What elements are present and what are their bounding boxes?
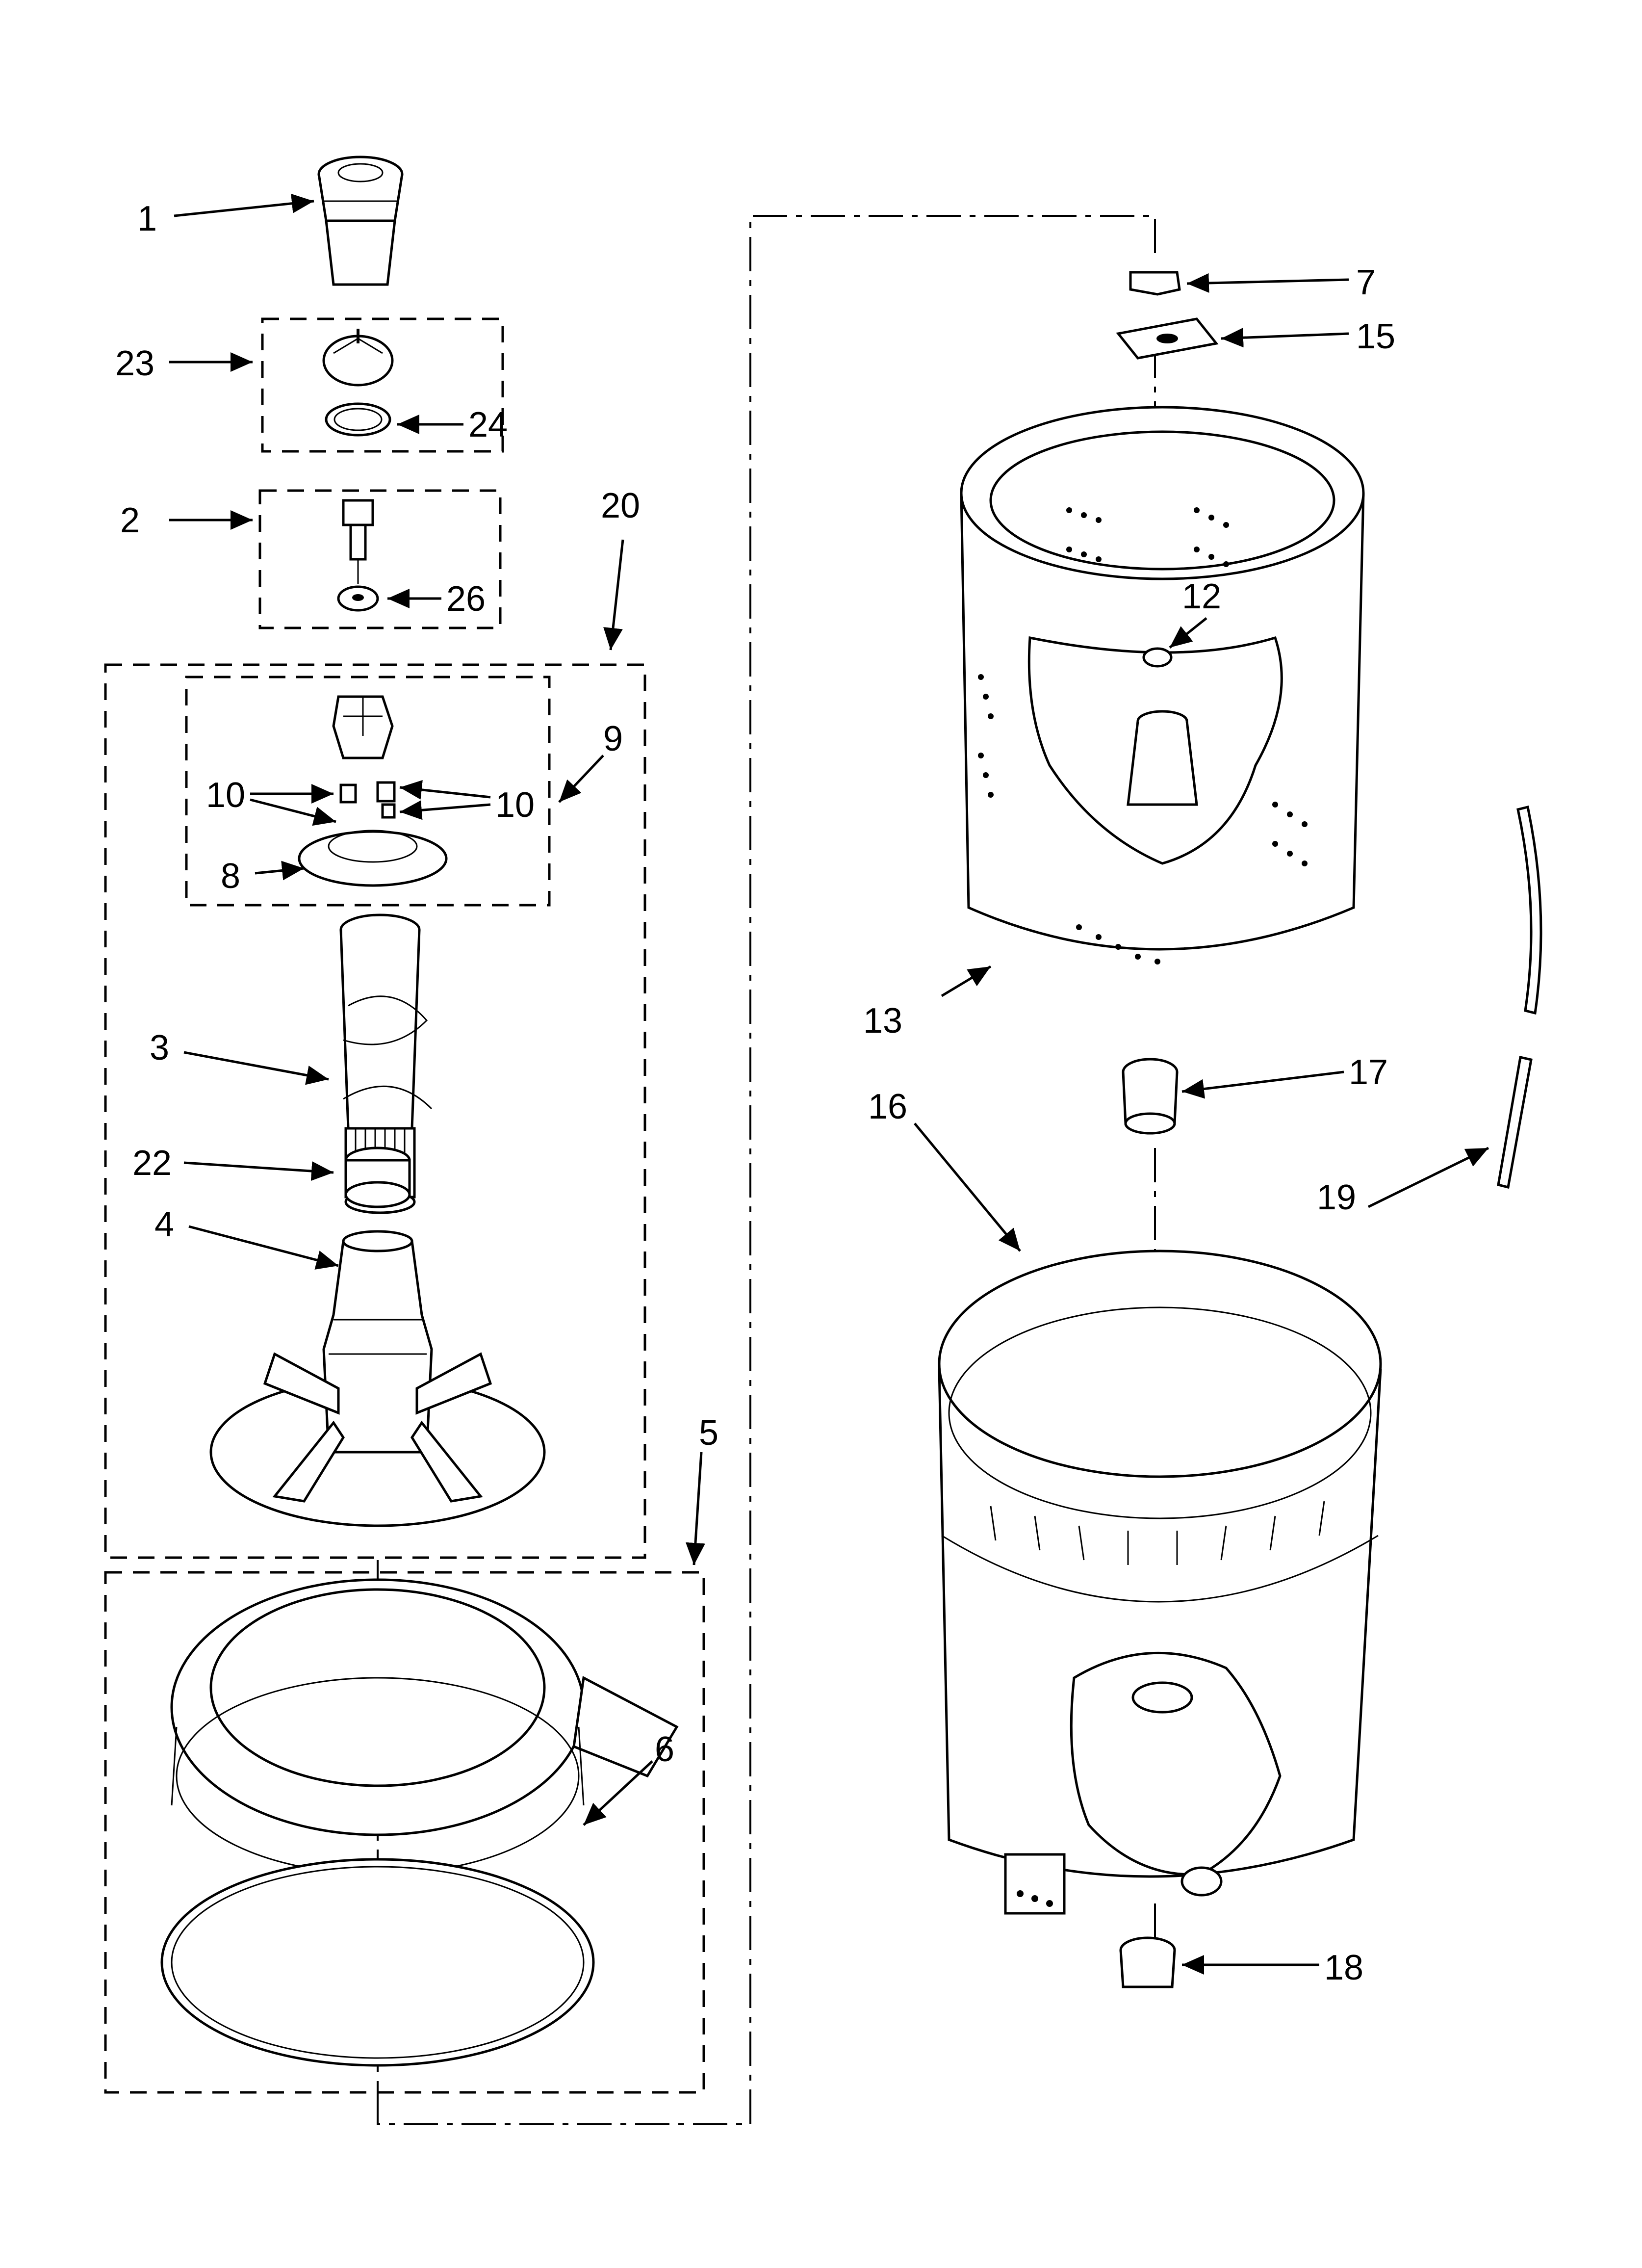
part-6-seal-ring	[160, 1858, 595, 2067]
callout-7: 7	[1356, 263, 1376, 302]
part-10-dog-right	[376, 781, 396, 819]
group-box-5	[104, 1571, 705, 2094]
group-box-20	[104, 663, 646, 1559]
part-3-agitator-auger	[339, 913, 433, 1214]
callout-16: 16	[868, 1087, 907, 1126]
callout-19: 19	[1317, 1178, 1356, 1217]
callout-10-right: 10	[495, 785, 535, 825]
callout-4: 4	[154, 1205, 174, 1244]
part-7-clip	[1129, 271, 1181, 296]
callout-5: 5	[699, 1413, 718, 1453]
part-4-agitator-base	[209, 1230, 546, 1527]
part-9-agitator-cam	[332, 695, 394, 759]
callout-3: 3	[150, 1028, 169, 1068]
callout-12: 12	[1182, 577, 1221, 616]
part-17-seal	[1122, 1058, 1179, 1135]
callout-20: 20	[601, 486, 640, 525]
part-13-spin-basket	[960, 406, 1365, 965]
callout-2: 2	[120, 501, 140, 540]
part-22-coupler	[344, 1147, 411, 1208]
part-8-cam-ring	[298, 830, 448, 887]
callout-8: 8	[221, 857, 240, 896]
callout-17: 17	[1349, 1053, 1388, 1092]
callout-10-left: 10	[206, 776, 245, 815]
callout-13: 13	[863, 1001, 902, 1041]
part-10-dog-left	[339, 783, 357, 804]
group-box-23	[261, 317, 504, 453]
part-24-o-ring	[325, 402, 391, 437]
group-box-2	[258, 489, 502, 629]
leader-arrows	[169, 193, 1489, 1975]
callout-6: 6	[655, 1730, 674, 1769]
callout-9: 9	[603, 719, 623, 758]
part-23-cap	[322, 329, 394, 387]
part-15-hub-plate	[1116, 317, 1219, 360]
callout-1: 1	[137, 199, 157, 238]
callout-26: 26	[446, 579, 486, 619]
callout-22: 22	[132, 1144, 172, 1183]
part-1-dispenser	[317, 156, 404, 286]
assembly-connector-line	[377, 215, 1156, 2125]
callout-24: 24	[468, 405, 508, 444]
callout-15: 15	[1356, 317, 1395, 356]
basket-perforations	[978, 507, 1308, 965]
callout-18: 18	[1324, 1948, 1363, 1987]
part-16-outer-tub	[938, 1250, 1382, 1915]
part-26-washer	[337, 585, 379, 612]
callout-23: 23	[115, 344, 154, 383]
part-19-hose	[1497, 805, 1542, 1189]
part-18-drain-plug	[1119, 1936, 1176, 1988]
part-5-tub-ring	[170, 1578, 679, 1875]
part-2-bolt	[342, 499, 374, 584]
group-box-9	[185, 676, 551, 907]
